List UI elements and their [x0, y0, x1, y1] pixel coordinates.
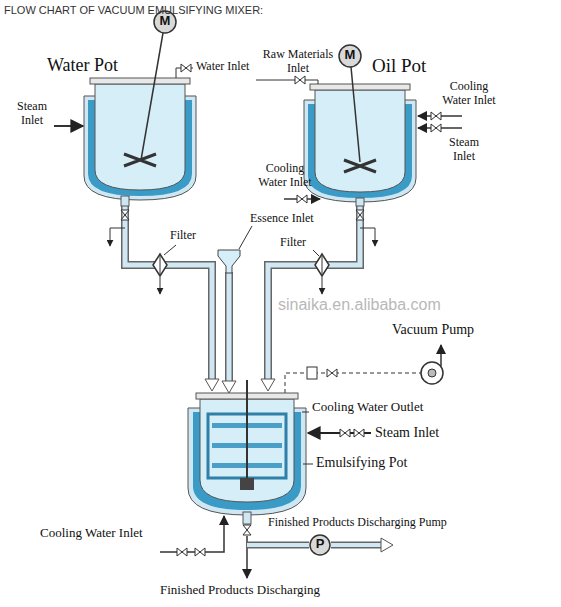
arrow-head — [205, 379, 219, 391]
part-label: Finished Products Discharging Pump — [268, 516, 447, 530]
vessel-title: Emulsifying Pot — [316, 455, 407, 471]
vacuum-line — [285, 345, 443, 393]
vessel-node: Oil Pot — [300, 55, 430, 205]
vessel-node: Water Pot — [44, 55, 202, 205]
pipe-connector — [125, 205, 219, 391]
part-label: Cooling Water Outlet — [312, 400, 423, 415]
part-label: Steam Inlet — [12, 100, 52, 128]
filter-symbols — [153, 245, 329, 294]
pipe-bore — [268, 205, 360, 381]
pipe-bore — [125, 205, 212, 381]
symbol-letter: P — [309, 537, 331, 552]
part-label: Raw Materials Inlet — [256, 48, 340, 76]
vessel-title: Water Pot — [47, 55, 118, 76]
part-label: Cooling Water Inlet — [436, 80, 502, 108]
pipe-wall — [268, 205, 360, 381]
part-label: Cooling Water Inlet — [252, 162, 318, 190]
part-label: Water Inlet — [196, 60, 249, 74]
part-label: Cooling Water Inlet — [40, 526, 143, 541]
arrow-head — [261, 379, 275, 391]
chart-title: FLOW CHART OF VACUUM EMULSIFYING MIXER: — [4, 4, 263, 17]
essence-funnel — [218, 226, 252, 393]
vessel-title: Oil Pot — [372, 55, 426, 77]
part-label: Vacuum Pump — [392, 322, 474, 338]
pipe-wall — [125, 205, 212, 381]
symbol-letter: M — [154, 14, 176, 29]
outlet-valves — [110, 210, 375, 246]
part-label: Filter — [170, 229, 196, 243]
part-label: Steam Inlet — [444, 136, 484, 164]
watermark: sinaika.en.alibaba.com — [278, 296, 441, 314]
part-label: Steam Inlet — [375, 425, 439, 441]
part-label: Filter — [280, 236, 306, 250]
water-pot-vessel — [54, 11, 196, 206]
part-label: Finished Products Discharging — [160, 583, 320, 598]
symbol-letter: M — [339, 48, 361, 63]
part-label: Essence Inlet — [250, 212, 314, 226]
